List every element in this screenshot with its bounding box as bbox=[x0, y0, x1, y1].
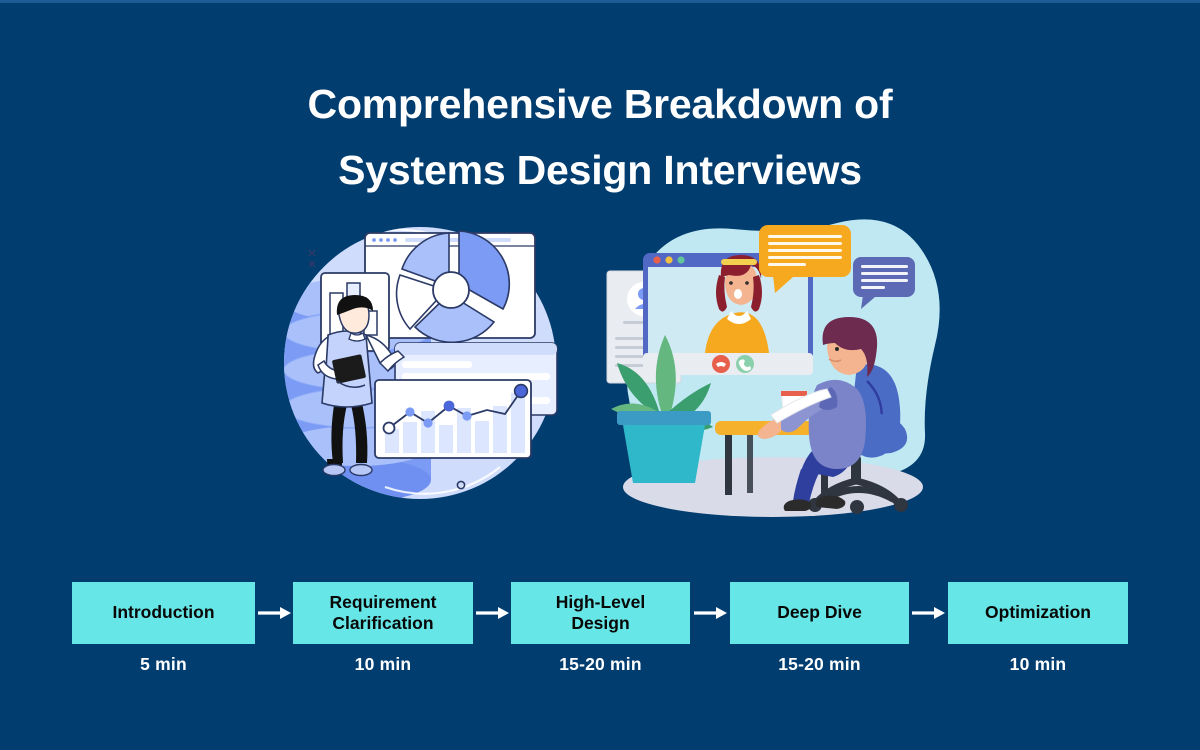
flow-arrow-4 bbox=[912, 606, 945, 620]
stage-duration-2: 10 min bbox=[354, 654, 412, 674]
stage-4[interactable]: Deep Dive 15-20 min bbox=[730, 582, 909, 675]
potted-plant bbox=[611, 335, 713, 483]
stage-duration-3: 15-20 min bbox=[559, 654, 642, 674]
stage-duration-4: 15-20 min bbox=[778, 654, 861, 674]
page-title-line-2: Systems Design Interviews bbox=[338, 146, 862, 193]
presenter-figure bbox=[312, 295, 406, 477]
illustration-data-analytics bbox=[265, 215, 565, 530]
stage-duration-1: 5 min bbox=[140, 654, 187, 674]
pie-chart-panel bbox=[364, 230, 536, 344]
tablet-icon bbox=[332, 354, 366, 384]
stage-box-4[interactable]: Deep Dive bbox=[730, 582, 909, 644]
flow-arrow-3 bbox=[694, 606, 727, 620]
flow-arrow-2 bbox=[476, 606, 509, 620]
stage-label-1-line-1: Introduction bbox=[112, 602, 215, 623]
stage-label-5-line-1: Optimization bbox=[985, 602, 1091, 623]
stage-label-2-line-1: Requirement bbox=[329, 591, 437, 612]
page-title: Comprehensive Breakdown of Systems Desig… bbox=[0, 72, 1200, 203]
page-title-line-1: Comprehensive Breakdown of bbox=[307, 81, 893, 127]
line-chart-panel bbox=[374, 379, 532, 459]
candidate-figure bbox=[757, 317, 878, 511]
stage-label-3-line-2: Design bbox=[571, 613, 630, 633]
stage-label-4-line-1: Deep Dive bbox=[777, 602, 862, 623]
floor-shadow bbox=[623, 457, 923, 517]
stage-box-5[interactable]: Optimization bbox=[948, 582, 1128, 644]
top-accent-rule bbox=[0, 0, 1200, 3]
stage-label-2-line-2: Clarification bbox=[332, 613, 434, 633]
dot-marker-bottom bbox=[456, 480, 466, 490]
illustration-row bbox=[0, 215, 1200, 545]
illustration-video-interview bbox=[595, 215, 945, 530]
interviewer-avatar bbox=[705, 255, 769, 353]
orange-speech-bubble bbox=[759, 225, 851, 293]
sparkle-marker bbox=[308, 249, 316, 268]
stage-5[interactable]: Optimization 10 min bbox=[948, 582, 1128, 675]
stage-label-3-line-1: High-Level bbox=[555, 591, 646, 612]
purple-speech-bubble bbox=[853, 257, 915, 309]
document-page bbox=[770, 388, 832, 424]
video-call-window bbox=[643, 253, 813, 375]
stage-1[interactable]: Introduction 5 min bbox=[72, 582, 255, 675]
stage-duration-5: 10 min bbox=[1009, 654, 1067, 674]
flow-arrow-1 bbox=[258, 606, 291, 620]
stage-box-1[interactable]: Introduction bbox=[72, 582, 255, 644]
